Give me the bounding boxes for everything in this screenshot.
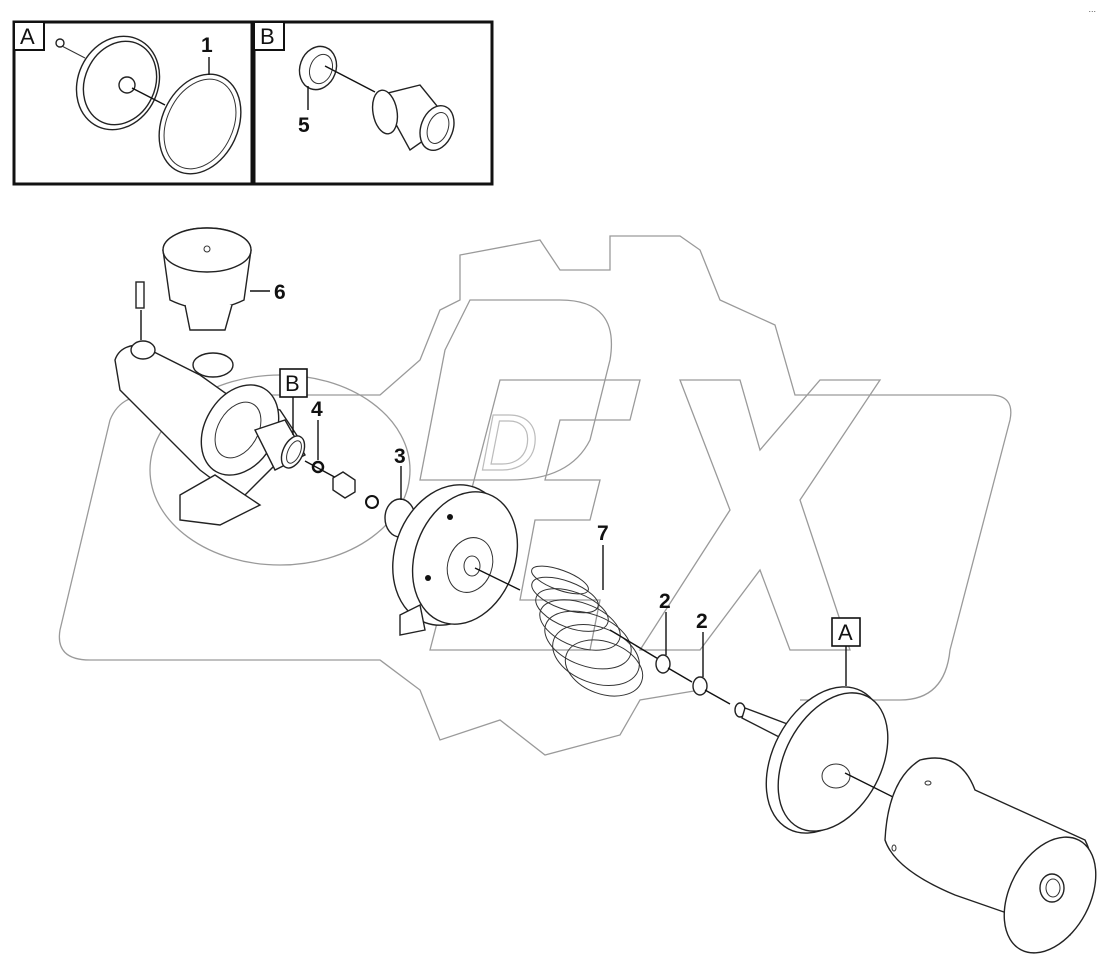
callout-5: 5 [298, 114, 310, 137]
booster-front-housing [392, 484, 521, 636]
callout-4: 4 [311, 398, 323, 421]
master-cylinder [114, 340, 306, 526]
reference-b: B [279, 368, 308, 435]
watermark-logo: D [58, 235, 1012, 756]
reservoir: 6 [162, 227, 286, 331]
reference-a-label: A [838, 620, 853, 645]
inset-b: B 5 [252, 20, 494, 186]
reference-a: A [831, 617, 861, 686]
return-spring: 7 [531, 522, 661, 697]
callout-6: 6 [274, 281, 286, 304]
bleeder-screw [135, 281, 145, 340]
corner-mark: ... [1088, 4, 1096, 14]
booster-rear-housing [884, 757, 1097, 954]
inset-a-label: A [20, 24, 35, 49]
svg-text:D: D [480, 398, 538, 487]
callout-1: 1 [201, 34, 213, 57]
callout-7: 7 [597, 522, 609, 545]
inset-b-label: B [260, 24, 275, 49]
snap-ring: 4 [304, 398, 379, 509]
booster-piston [734, 686, 894, 834]
callout-3: 3 [394, 445, 406, 468]
inset-a: A 1 [12, 20, 254, 186]
callout-2b: 2 [696, 610, 708, 633]
o-rings: 2 2 [655, 590, 731, 705]
callout-2a: 2 [659, 590, 671, 613]
reference-b-label: B [285, 371, 300, 396]
